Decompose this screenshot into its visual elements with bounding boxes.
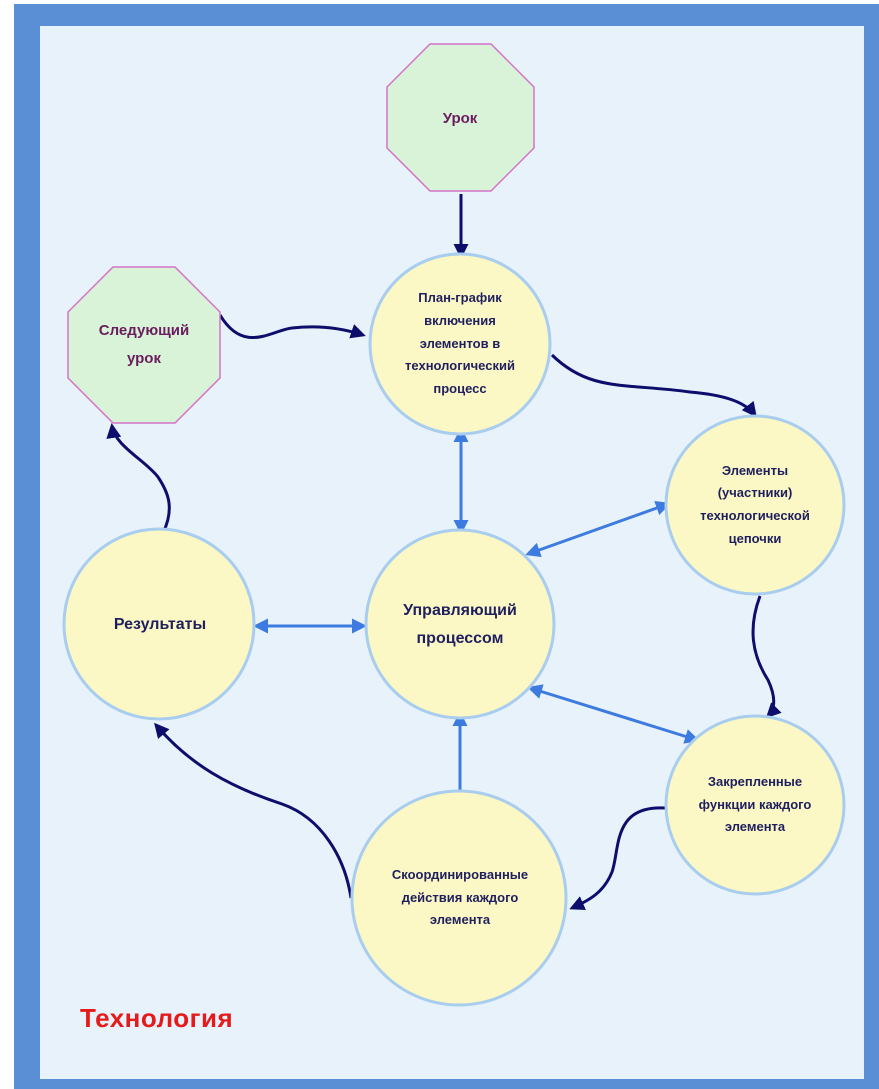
results-circle [62, 527, 256, 721]
arrow-functions-to-actions [569, 806, 666, 910]
actions-circle [350, 789, 568, 1007]
manager-circle [364, 528, 556, 720]
actions-label: Скоординированные действия каждого элеме… [391, 866, 529, 928]
next-lesson-octagon [67, 266, 221, 424]
diagram-title: Технология [80, 1003, 234, 1033]
corner-gap [578, 0, 879, 4]
next-lesson-label: Следующий урок [98, 321, 190, 368]
schedule-label: План-график включения элементов в технол… [405, 290, 515, 397]
link-manager-functions [527, 684, 700, 744]
arrow-results-to-next [106, 423, 171, 534]
results-label: Результаты [113, 616, 207, 633]
schedule-circle [368, 252, 552, 436]
arrow-elements-to-functions [751, 595, 782, 719]
lesson-label: Урок [442, 109, 478, 127]
lesson-octagon [386, 43, 535, 192]
flow-arrows [106, 194, 782, 910]
manager-label: Управляющий процессом [403, 602, 517, 647]
arrow-actions-to-results [154, 722, 353, 899]
arrow-next-to-schedule [218, 314, 366, 340]
arrow-schedule-to-elements [550, 353, 757, 418]
functions-circle [664, 714, 846, 896]
elements-circle [664, 414, 846, 596]
link-manager-elements [525, 500, 671, 558]
elements-label: Элементы (участники) технологической цеп… [700, 462, 810, 546]
functions-label: Закрепленные функции каждого элемента [698, 773, 812, 835]
